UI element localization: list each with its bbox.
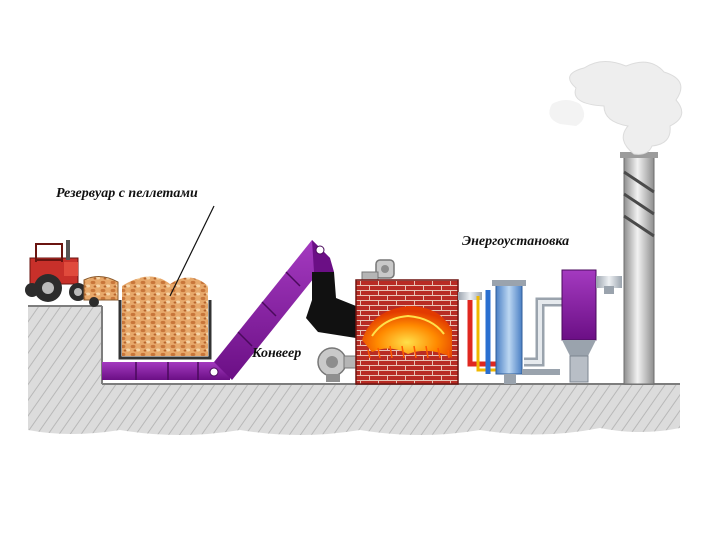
top-blower-icon	[362, 260, 394, 280]
power-unit-label: Энергоустановка	[462, 234, 569, 250]
filter-unit	[562, 270, 622, 382]
horizontal-conveyor	[102, 362, 230, 380]
feed-chute	[306, 272, 356, 338]
pellet-trailer	[84, 276, 118, 307]
heat-exchanger	[492, 280, 526, 384]
pellet-reservoir	[120, 276, 210, 358]
chimney-stack	[620, 152, 658, 384]
tractor-icon	[25, 240, 87, 302]
flue-duct	[522, 302, 568, 372]
blower-fan-icon	[318, 348, 358, 382]
reservoir-label: Резервуар с пеллетами	[56, 186, 198, 202]
conveyor-label: Конвеер	[252, 346, 301, 362]
smoke-cloud	[549, 61, 681, 154]
